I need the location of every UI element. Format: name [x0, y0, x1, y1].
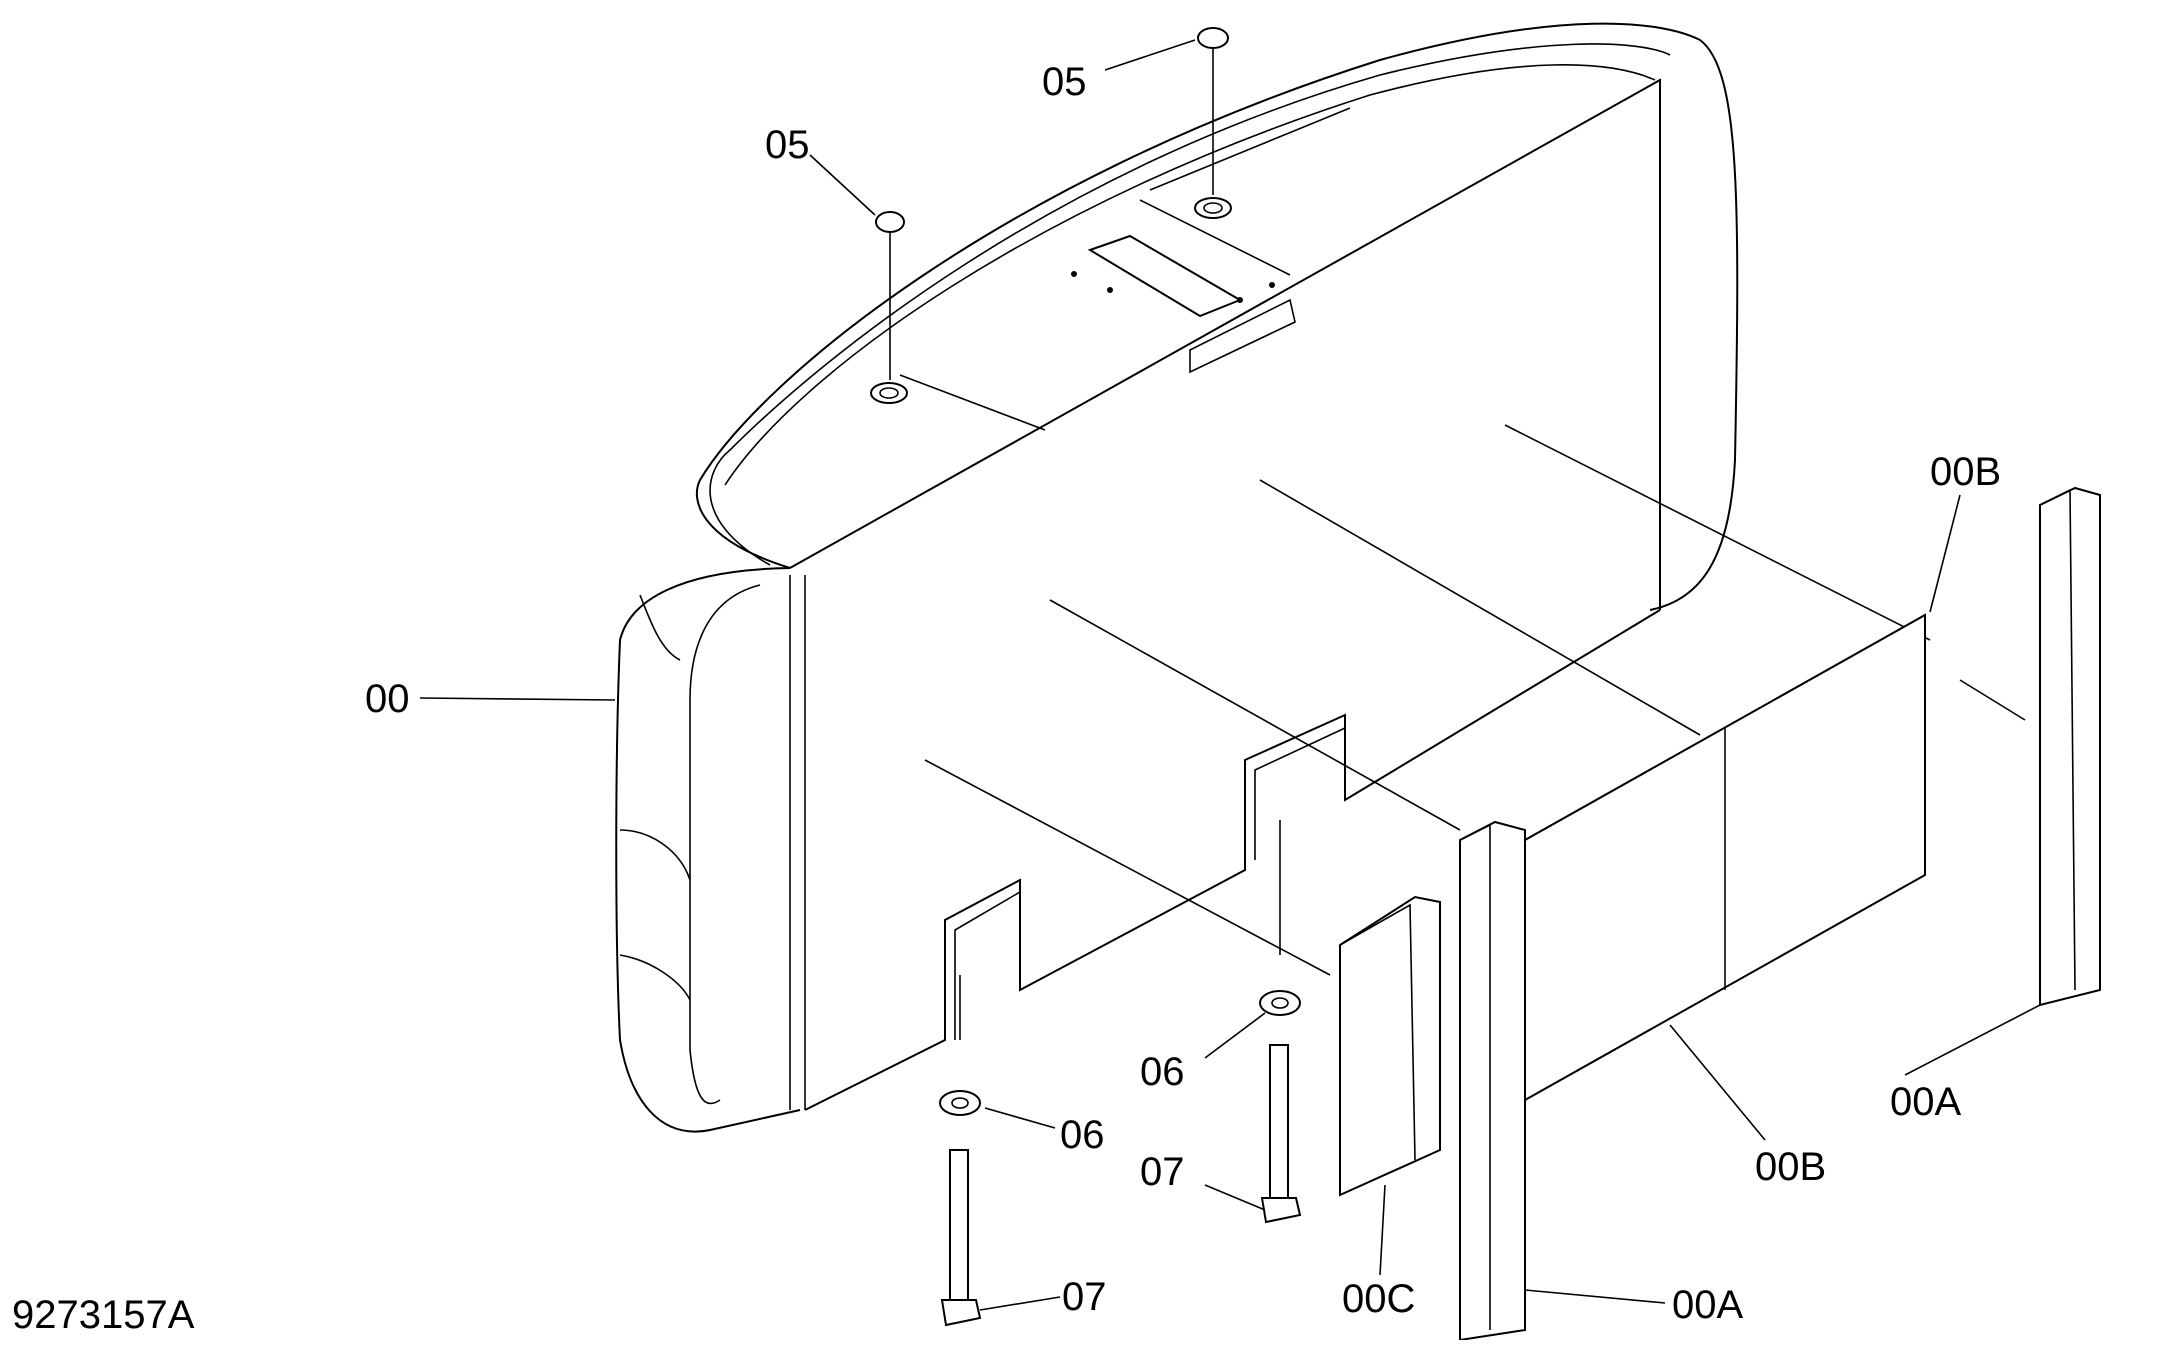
callout-00: 00 — [365, 677, 410, 721]
washer-06-right — [1259, 990, 1301, 1016]
bolt-07-left — [940, 1149, 982, 1327]
drawing-number: 9273157A — [12, 1293, 195, 1337]
block-00C — [1339, 895, 1441, 1197]
callout-06-right: 06 — [1140, 1050, 1185, 1094]
callout-labels: 05 05 00 00B 00A 00B 06 06 07 07 00C 00A — [365, 60, 2001, 1327]
callout-00B-top: 00B — [1930, 450, 2001, 494]
washer-06-left — [939, 1090, 981, 1116]
callout-07-right: 07 — [1140, 1150, 1185, 1194]
callout-00B-bottom: 00B — [1755, 1145, 1826, 1189]
callout-00A-bottom: 00A — [1672, 1283, 1743, 1327]
counterweight-body — [615, 22, 2026, 1133]
bar-00A-center — [1459, 820, 1526, 1342]
cap-05-left — [875, 211, 905, 380]
cap-05-right — [1197, 27, 1229, 195]
bolt-07-right — [1260, 1044, 1302, 1224]
callout-00C: 00C — [1342, 1277, 1415, 1321]
callout-07-left: 07 — [1062, 1275, 1107, 1319]
callout-00A-right: 00A — [1890, 1080, 1961, 1124]
callout-05-right: 05 — [1042, 60, 1087, 104]
plate-00B — [1524, 613, 1926, 1102]
callout-06-left: 06 — [1060, 1113, 1105, 1157]
callout-05-left: 05 — [765, 123, 810, 167]
bar-00A-right — [2039, 486, 2101, 1007]
leader-lines — [419, 39, 2041, 1311]
